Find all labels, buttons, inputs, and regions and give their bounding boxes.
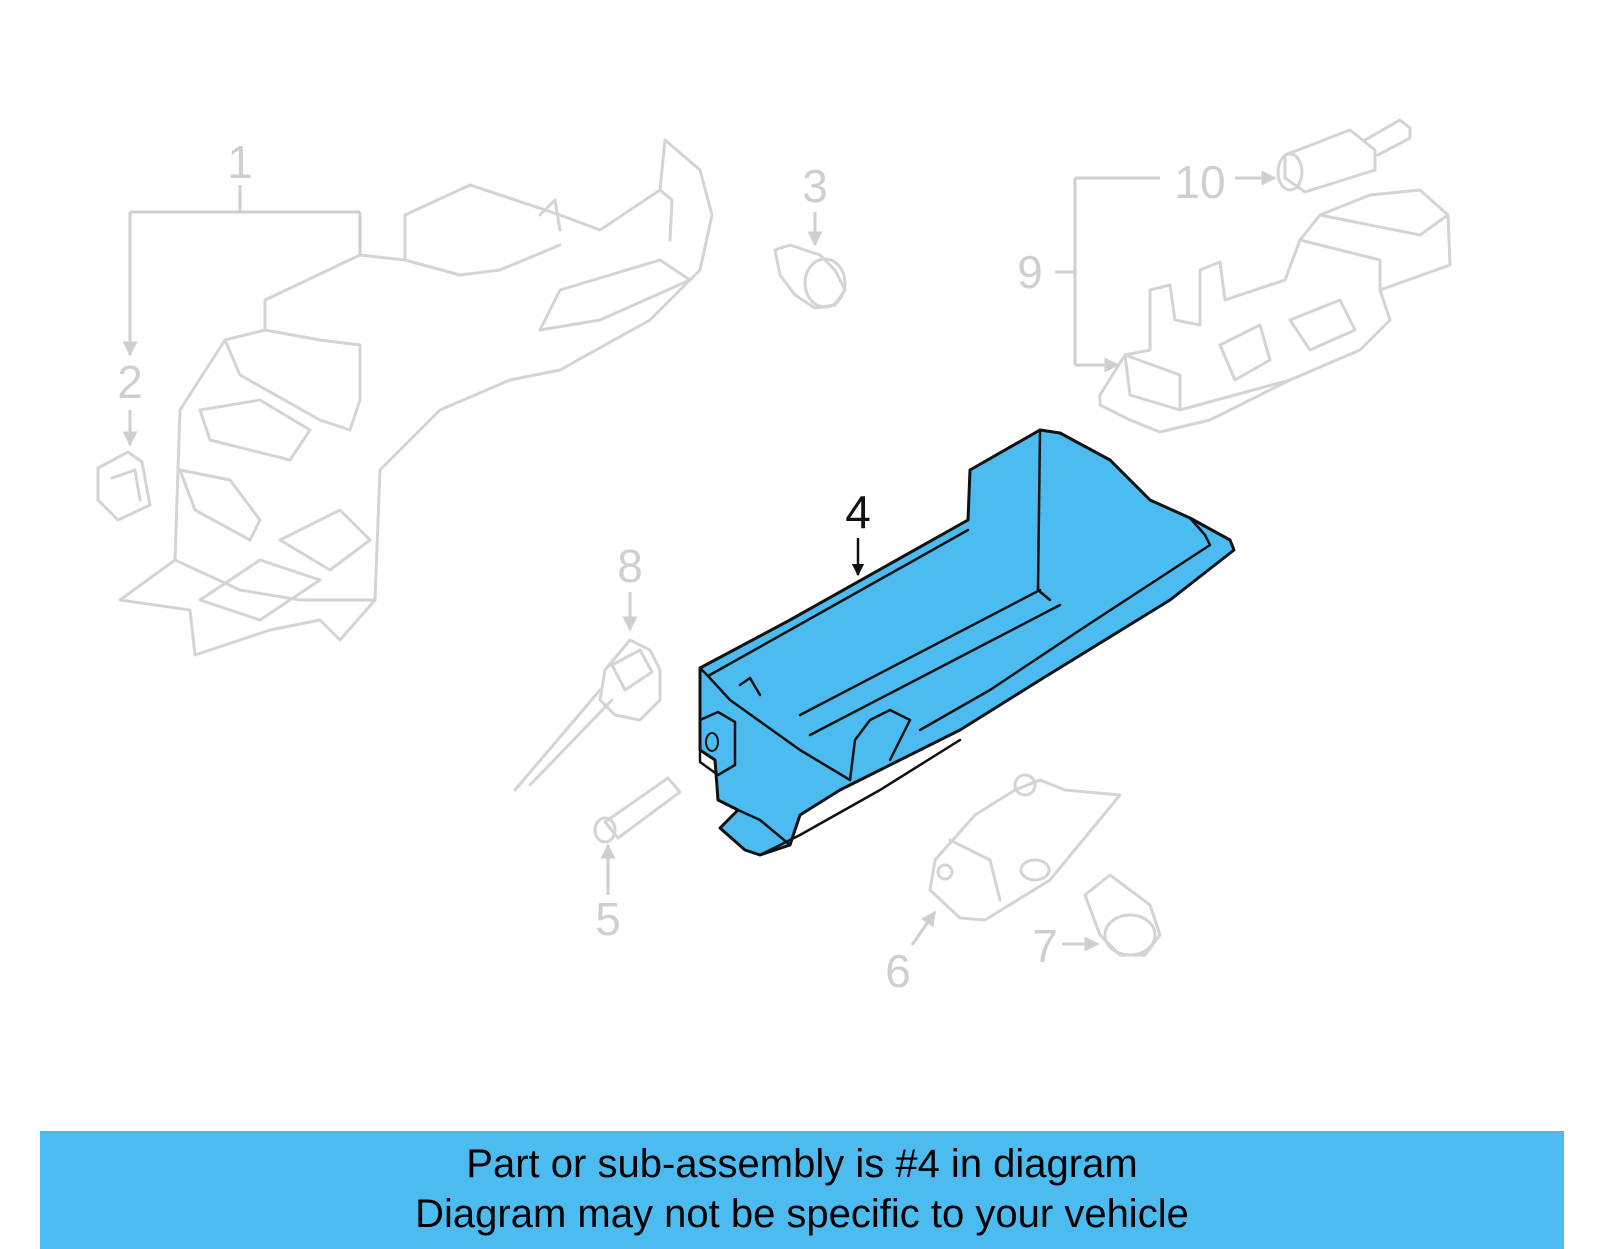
callout-9: 9 xyxy=(1017,246,1043,298)
part-3-socket[interactable] xyxy=(773,243,847,310)
callout-10: 10 xyxy=(1174,156,1225,208)
part-10-lock-cylinder[interactable] xyxy=(1276,118,1412,194)
part-5-pin[interactable] xyxy=(593,776,682,844)
callout-4: 4 xyxy=(845,486,871,538)
banner-line-1: Part or sub-assembly is #4 in diagram xyxy=(466,1142,1138,1186)
part-8-striker[interactable] xyxy=(513,638,662,792)
callout-3: 3 xyxy=(802,160,828,212)
callout-6: 6 xyxy=(885,945,911,997)
part-2-clip[interactable] xyxy=(96,450,152,522)
callout-2: 2 xyxy=(117,356,143,408)
callout-6-leader xyxy=(910,910,937,946)
info-banner: Part or sub-assembly is #4 in diagram Di… xyxy=(40,1131,1564,1249)
callout-1: 1 xyxy=(227,136,253,188)
banner-line-2: Diagram may not be specific to your vehi… xyxy=(415,1192,1189,1236)
lock-bezel-icon xyxy=(698,710,737,777)
part-7-bulb[interactable] xyxy=(1083,873,1162,957)
part-6-lamp-housing[interactable] xyxy=(928,773,1122,922)
callout-5: 5 xyxy=(595,893,621,945)
callout-8: 8 xyxy=(617,540,643,592)
callout-1-leader xyxy=(130,185,362,355)
part-4-glove-box[interactable] xyxy=(698,428,1236,857)
callout-9-leader xyxy=(1055,176,1160,365)
glove-box-body[interactable] xyxy=(698,428,1236,857)
callout-7: 7 xyxy=(1032,920,1058,972)
parts-diagram: 1 2 3 9 10 8 5 xyxy=(96,118,1452,997)
part-9-latch-assembly[interactable] xyxy=(1098,188,1452,434)
part-1-instrument-panel[interactable] xyxy=(118,138,714,657)
keyhole-icon xyxy=(705,732,719,752)
